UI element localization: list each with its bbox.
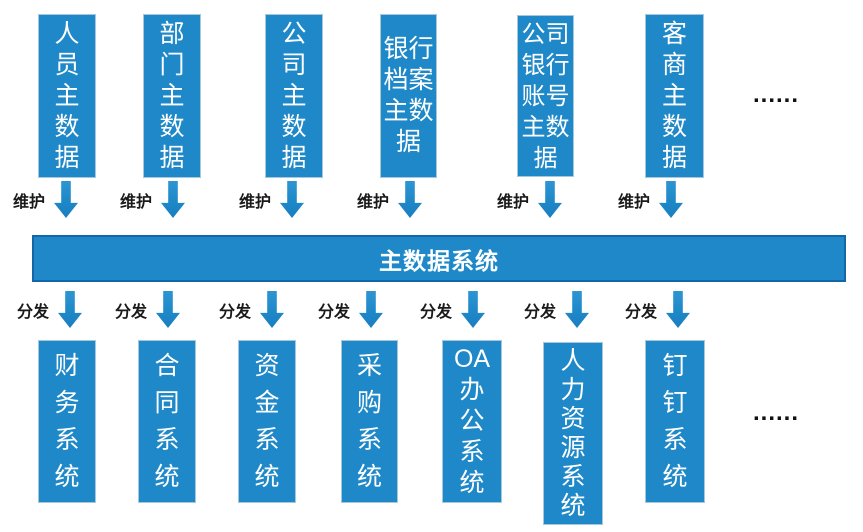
- master-data-system-bar: 主数据系统: [32, 235, 846, 282]
- down-arrow-icon: [461, 291, 485, 328]
- down-arrow-icon: [260, 291, 284, 328]
- distribute-flow-5: 分发: [420, 291, 485, 328]
- more-sources-ellipsis: ......: [752, 81, 799, 108]
- source-box-label: 人 员 主 数 据: [54, 19, 80, 172]
- source-box-company-master-data: 公 司 主 数 据: [265, 14, 323, 178]
- maintain-label: 维护: [617, 193, 650, 211]
- distribute-label: 分发: [16, 303, 49, 321]
- source-box-label: 客 商 主 数 据: [661, 19, 687, 172]
- system-box-oa-office-system: OA 办 公 系 统: [442, 340, 502, 503]
- distribute-flow-3: 分发: [219, 291, 284, 328]
- down-arrow-icon: [54, 181, 78, 218]
- source-box-label: 银行 档案 主数 据: [383, 35, 434, 156]
- source-box-customer-vendor-master-data: 客 商 主 数 据: [645, 14, 704, 178]
- down-arrow-icon: [156, 291, 180, 328]
- source-box-label: 公 司 主 数 据: [281, 19, 307, 172]
- maintain-flow-4: 维护: [357, 181, 422, 218]
- distribute-label: 分发: [419, 303, 452, 321]
- system-box-finance-system: 财 务 系 统: [38, 340, 96, 503]
- system-box-funds-system: 资 金 系 统: [238, 340, 296, 503]
- maintain-label: 维护: [12, 193, 45, 211]
- maintain-flow-6: 维护: [618, 181, 683, 218]
- system-box-label: 财 务 系 统: [54, 351, 80, 491]
- source-box-label: 部 门 主 数 据: [159, 19, 185, 172]
- more-systems-ellipsis: ......: [752, 399, 799, 426]
- down-arrow-icon: [666, 291, 690, 328]
- down-arrow-icon: [538, 181, 562, 218]
- down-arrow-icon: [280, 181, 304, 218]
- distribute-label: 分发: [317, 303, 350, 321]
- maintain-label: 维护: [356, 193, 389, 211]
- maintain-label: 维护: [238, 193, 271, 211]
- maintain-flow-1: 维护: [13, 181, 78, 218]
- system-box-label: 资 金 系 统: [254, 351, 280, 491]
- distribute-flow-4: 分发: [318, 291, 383, 328]
- master-data-system-label: 主数据系统: [379, 247, 499, 274]
- distribute-label: 分发: [218, 303, 251, 321]
- source-box-bank-archive-master-data: 银行 档案 主数 据: [380, 14, 437, 178]
- maintain-flow-5: 维护: [497, 181, 562, 218]
- distribute-flow-7: 分发: [625, 291, 690, 328]
- source-box-personnel-master-data: 人 员 主 数 据: [38, 14, 96, 178]
- distribute-flow-2: 分发: [115, 291, 180, 328]
- distribute-label: 分发: [114, 303, 147, 321]
- maintain-flow-2: 维护: [120, 181, 185, 218]
- down-arrow-icon: [565, 291, 589, 328]
- system-box-label: 钉 钉 系 统: [662, 351, 688, 491]
- system-box-procurement-system: 采 购 系 统: [341, 340, 398, 503]
- system-box-label: 合 同 系 统: [154, 351, 180, 491]
- system-box-label: 采 购 系 统: [356, 351, 382, 491]
- distribute-flow-1: 分发: [17, 291, 82, 328]
- system-box-dingtalk-system: 钉 钉 系 统: [645, 340, 705, 503]
- system-box-contract-system: 合 同 系 统: [138, 340, 196, 503]
- maintain-flow-3: 维护: [239, 181, 304, 218]
- source-box-department-master-data: 部 门 主 数 据: [143, 14, 201, 178]
- maintain-label: 维护: [119, 193, 152, 211]
- distribute-label: 分发: [523, 303, 556, 321]
- maintain-label: 维护: [496, 193, 529, 211]
- down-arrow-icon: [161, 181, 185, 218]
- down-arrow-icon: [58, 291, 82, 328]
- source-box-company-bank-account-master-data: 公司 银行 账号 主数 据: [517, 15, 574, 177]
- source-box-label: 公司 银行 账号 主数 据: [521, 20, 570, 172]
- down-arrow-icon: [398, 181, 422, 218]
- system-box-label: 人 力 资 源 系 统: [560, 346, 586, 520]
- distribute-flow-6: 分发: [524, 291, 589, 328]
- down-arrow-icon: [659, 181, 683, 218]
- down-arrow-icon: [359, 291, 383, 328]
- distribute-label: 分发: [624, 303, 657, 321]
- system-box-hr-system: 人 力 资 源 系 统: [543, 342, 603, 525]
- system-box-label: OA 办 公 系 统: [453, 345, 491, 497]
